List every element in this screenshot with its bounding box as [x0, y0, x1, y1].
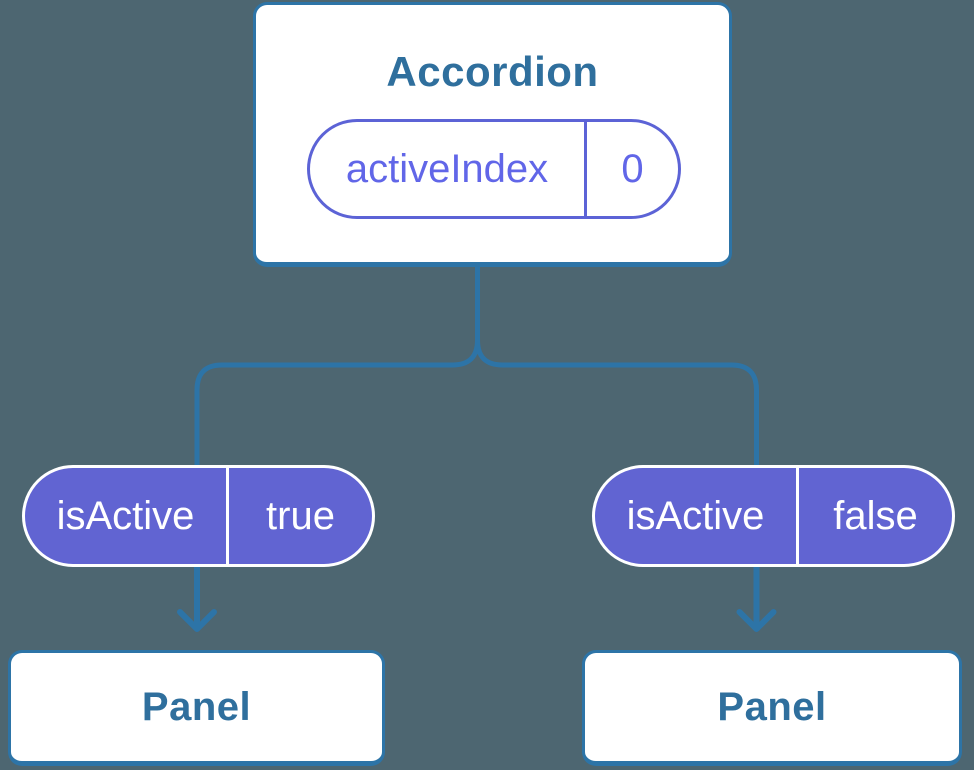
- state-pill: activeIndex 0: [307, 119, 681, 219]
- state-value-label: 0: [584, 122, 678, 216]
- accordion-node-title: Accordion: [386, 48, 599, 95]
- panel-node-right: Panel: [582, 650, 962, 766]
- prop-value-label-right: false: [796, 468, 952, 564]
- prop-pill-right: isActive false: [592, 465, 955, 567]
- prop-name-label-left: isActive: [56, 493, 195, 538]
- prop-value-label-left: true: [226, 468, 372, 564]
- left-arrow-icon: [177, 564, 217, 632]
- prop-pill-left: isActive true: [22, 465, 375, 567]
- state-name-label: activeIndex: [345, 146, 549, 191]
- panel-node-title-right: Panel: [717, 684, 827, 729]
- prop-name-label-right: isActive: [626, 493, 765, 538]
- panel-node-title-left: Panel: [141, 684, 252, 729]
- panel-node-left: Panel: [8, 650, 385, 766]
- tree-branch-lines: [194, 260, 759, 466]
- right-arrow-icon: [736, 564, 777, 632]
